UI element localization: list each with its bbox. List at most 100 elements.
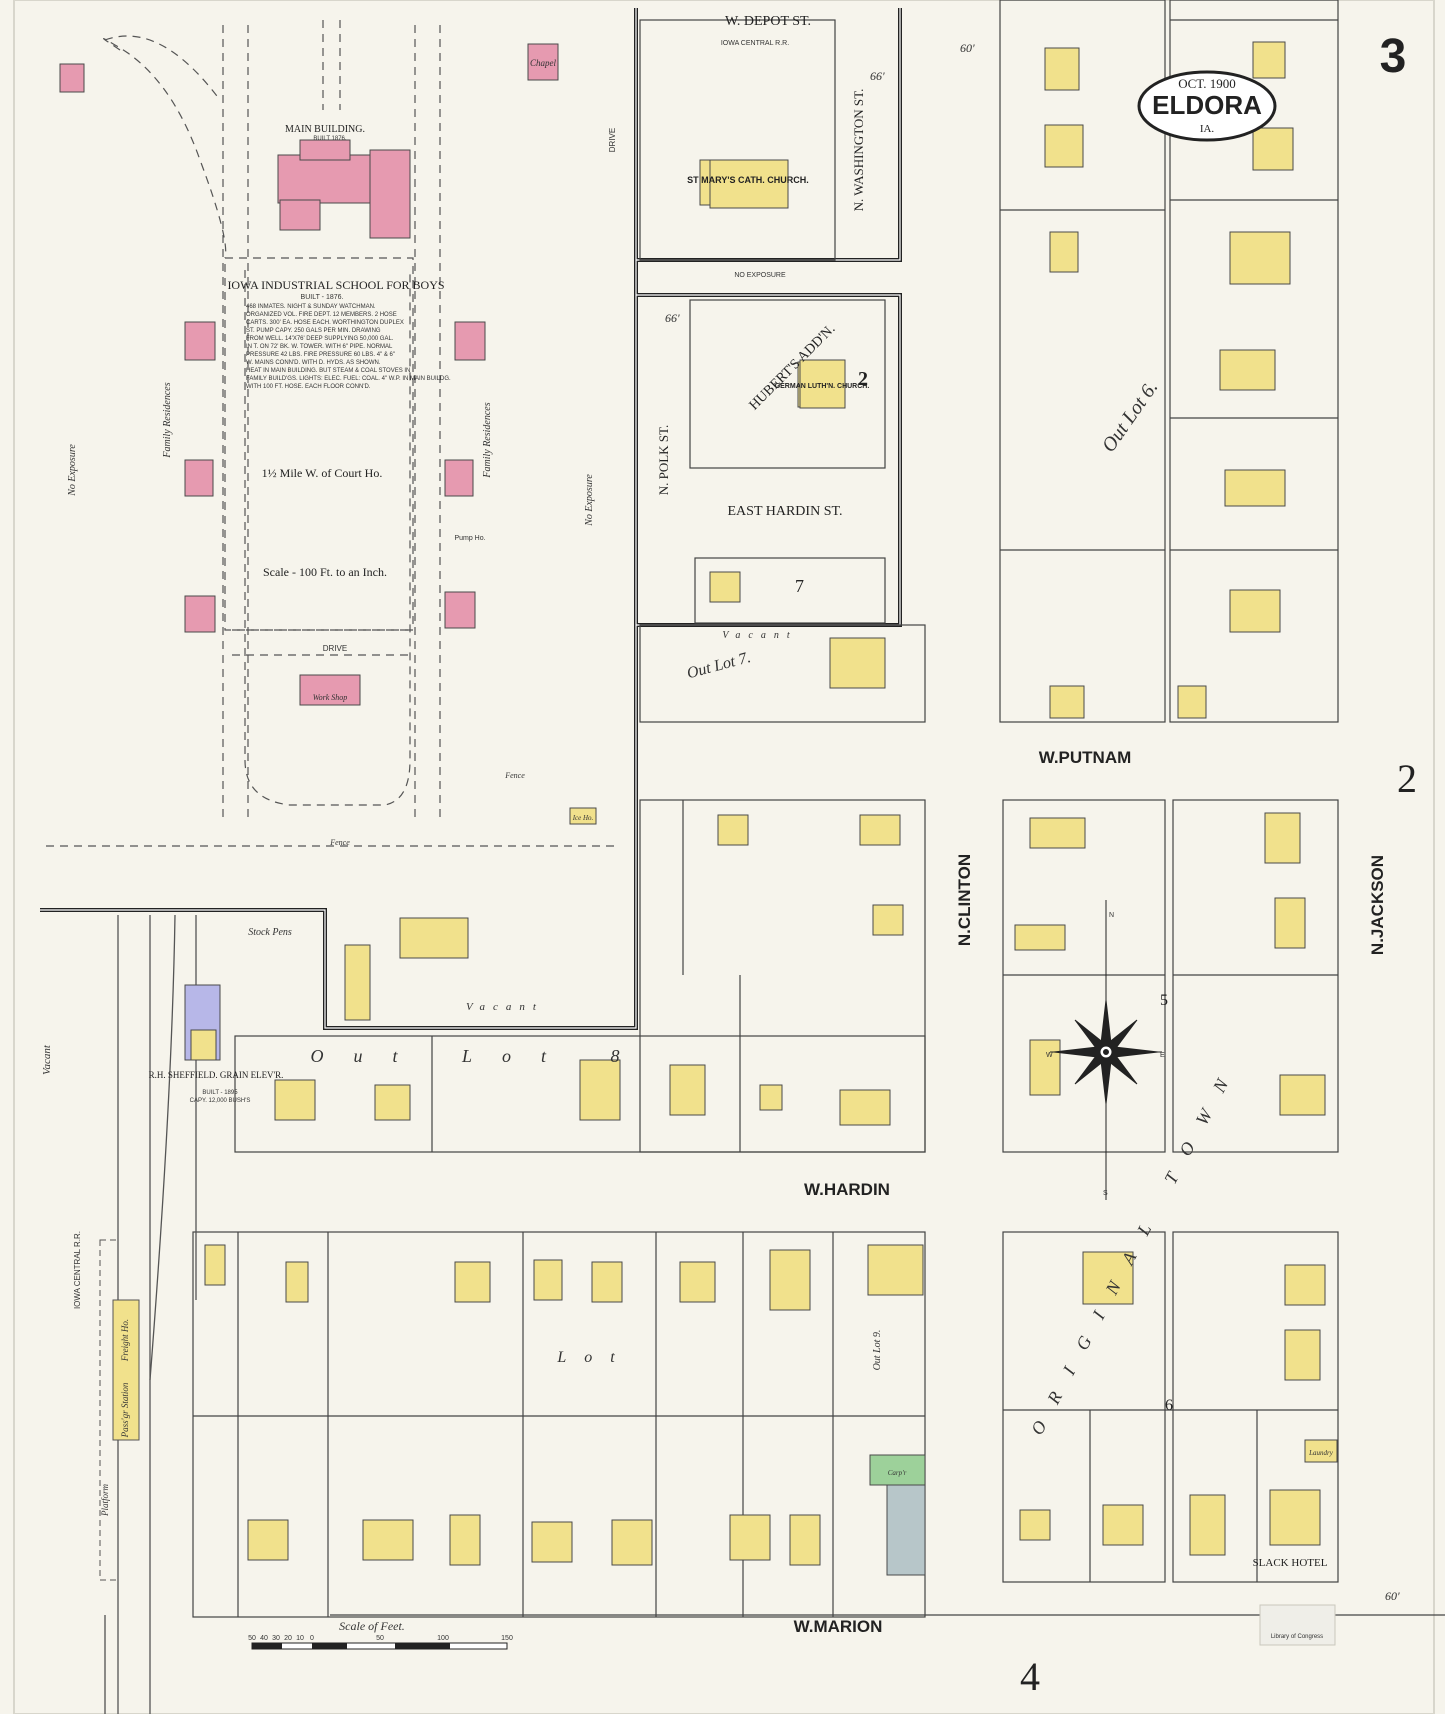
laundry-building (1304, 1439, 1338, 1463)
family-residences-left: Family Residences (162, 382, 173, 458)
school-grounds (46, 20, 620, 847)
drive-label-middle: DRIVE (323, 644, 347, 653)
vacant-left: Vacant (41, 1044, 53, 1075)
scale-ticks: 50 40 30 20 10 0 50 100 150 (248, 1635, 513, 1642)
pump-house-label: Pump Ho. (454, 535, 485, 542)
scale-bar (251, 1642, 508, 1650)
library-stamp-text: Library of Congress (1271, 1634, 1323, 1640)
german-luth-label: GERMAN LUTH'N. CHURCH. (775, 383, 870, 390)
svg-text:FROM WELL. 14'X76' DEEP SUPPLY: FROM WELL. 14'X76' DEEP SUPPLYING 50,000… (246, 336, 394, 342)
vacant-top: Vacant (722, 630, 797, 641)
street-n-clinton: N.CLINTON (955, 854, 974, 946)
dim-60-top: 60' (960, 41, 975, 55)
ice-house-label: Ice Ho. (572, 814, 594, 822)
block-2: 2 (858, 368, 868, 390)
family-residences-right: Family Residences (482, 402, 493, 478)
svg-text:ORGANIZED VOL. FIRE DEPT. 12 M: ORGANIZED VOL. FIRE DEPT. 12 MEMBERS. 2 … (246, 312, 397, 318)
slack-hotel-label: SLACK HOTEL (1253, 1557, 1328, 1569)
no-exposure-left: No Exposure (67, 444, 78, 497)
svg-text:40: 40 (260, 1635, 268, 1642)
st-marys-label-1: ST MARY'S CATH. CHURCH. (687, 175, 809, 185)
street-n-washington: N. WASHINGTON ST. (851, 89, 866, 212)
institution-built: BUILT - 1876. (301, 294, 344, 301)
out-lot-9: Out Lot 9. (872, 1330, 883, 1371)
platform (99, 1239, 140, 1581)
dwellings (204, 41, 1326, 1566)
street-w-hardin: W.HARDIN (804, 1180, 890, 1199)
passenger-station-label: Pass'gr Station (120, 1382, 130, 1438)
compass-rose (1050, 900, 1162, 1200)
svg-text:100: 100 (437, 1635, 449, 1642)
grain-elevator-capy: CAPY. 12,000 BUSH'S (190, 1098, 251, 1104)
map-margin-frame (13, 0, 1435, 1714)
street-east-hardin: EAST HARDIN ST. (728, 504, 843, 519)
dim-66-top: 66' (870, 69, 885, 83)
dim-60-right: 60' (1385, 1589, 1400, 1603)
svg-text:IN T. ON 72' BK. W. TOWER. WIT: IN T. ON 72' BK. W. TOWER. WITH 6" PIPE.… (246, 344, 393, 350)
freight-house-label: Freight Ho. (120, 1319, 130, 1362)
dim-66-polk: 66' (665, 311, 680, 325)
stock-pens-label: Stock Pens (248, 927, 292, 938)
no-exposure-right: No Exposure (584, 474, 595, 527)
fence-label-1: Fence (504, 771, 525, 780)
work-shop-building (299, 674, 361, 706)
map-city: ELDORA (1152, 90, 1262, 120)
grain-elevator-label: R.H. SHEFFIELD. GRAIN ELEV'R. (149, 1070, 284, 1080)
stable-2 (344, 944, 371, 1021)
church-buildings (709, 159, 846, 409)
svg-text:468 INMATES. NIGHT & SUNDAY WA: 468 INMATES. NIGHT & SUNDAY WATCHMAN. (246, 304, 376, 310)
main-building-label: MAIN BUILDING. (285, 124, 365, 135)
title-cartouche (1137, 70, 1277, 142)
svg-text:20: 20 (284, 1635, 292, 1642)
school-buildings (59, 43, 559, 706)
svg-text:50: 50 (376, 1635, 384, 1642)
chapel-label: Chapel (530, 58, 556, 68)
chapel-building (527, 43, 559, 81)
svg-text:50: 50 (248, 1635, 256, 1642)
library-stamp (1259, 1604, 1336, 1646)
railroad-label-left: IOWA CENTRAL R.R. (73, 1231, 82, 1309)
compass-w: W (1046, 1052, 1053, 1059)
fence-label-2: Fence (329, 838, 350, 847)
work-shop-label: Work Shop (313, 693, 348, 702)
map-date: OCT. 1900 (1178, 76, 1236, 91)
svg-text:CARTS. 300' EA. HOSE EACH. WOR: CARTS. 300' EA. HOSE EACH. WORTHINGTON D… (246, 320, 404, 326)
vacant-middle: Vacant (466, 1001, 544, 1013)
st-marys-church (709, 159, 789, 209)
distance-note: 1½ Mile W. of Court Ho. (262, 466, 383, 480)
svg-text:PRESSURE 42 LBS. FIRE PRESSURE: PRESSURE 42 LBS. FIRE PRESSURE 60 LBS. 4… (246, 352, 395, 358)
gray-building (886, 1484, 926, 1576)
institution-scale-note: Scale - 100 Ft. to an Inch. (263, 565, 387, 579)
carpenter-label: Carp'r (888, 1469, 907, 1477)
main-building-built: BUILT 1876. (313, 136, 346, 142)
svg-text:30: 30 (272, 1635, 280, 1642)
laundry-label: Laundry (1308, 1449, 1334, 1457)
block-5: 5 (1160, 992, 1168, 1009)
map-state: IA. (1200, 123, 1215, 135)
block-outlines (104, 0, 1445, 1714)
compass-n: N (1109, 912, 1114, 919)
institution-name: IOWA INDUSTRIAL SCHOOL FOR BOYS (227, 278, 444, 292)
street-n-polk: N. POLK ST. (656, 425, 671, 496)
street-w-putnam: W.PUTNAM (1039, 748, 1132, 767)
scale-bar-label: Scale of Feet. (339, 1619, 405, 1633)
svg-text:10: 10 (296, 1635, 304, 1642)
adjoining-sheet-bottom: 4 (1020, 1654, 1040, 1699)
block-6: 6 (1165, 1397, 1173, 1414)
svg-text:150: 150 (501, 1635, 513, 1642)
street-w-marion: W.MARION (794, 1617, 883, 1636)
ice-house (569, 807, 597, 825)
lot-word-9: Lot (556, 1349, 632, 1366)
adjoining-sheet-right: 2 (1397, 756, 1417, 801)
svg-text:FAMILY BUILD'GS. LIGHTS: ELEC.: FAMILY BUILD'GS. LIGHTS: ELEC. FUEL: COA… (246, 376, 451, 382)
stable-1 (399, 917, 469, 959)
block-7: 7 (795, 576, 804, 596)
svg-text:ST. PUMP CAPY. 250 GALS PER MI: ST. PUMP CAPY. 250 GALS PER MIN. DRAWING (246, 328, 381, 334)
drive-label-right: DRIVE (608, 128, 617, 152)
svg-text:0: 0 (310, 1635, 314, 1642)
institution-details: 468 INMATES. NIGHT & SUNDAY WATCHMAN. OR… (246, 304, 451, 390)
grain-elevator-built: BUILT - 1895 (202, 1090, 238, 1096)
street-n-jackson: N.JACKSON (1368, 855, 1387, 955)
